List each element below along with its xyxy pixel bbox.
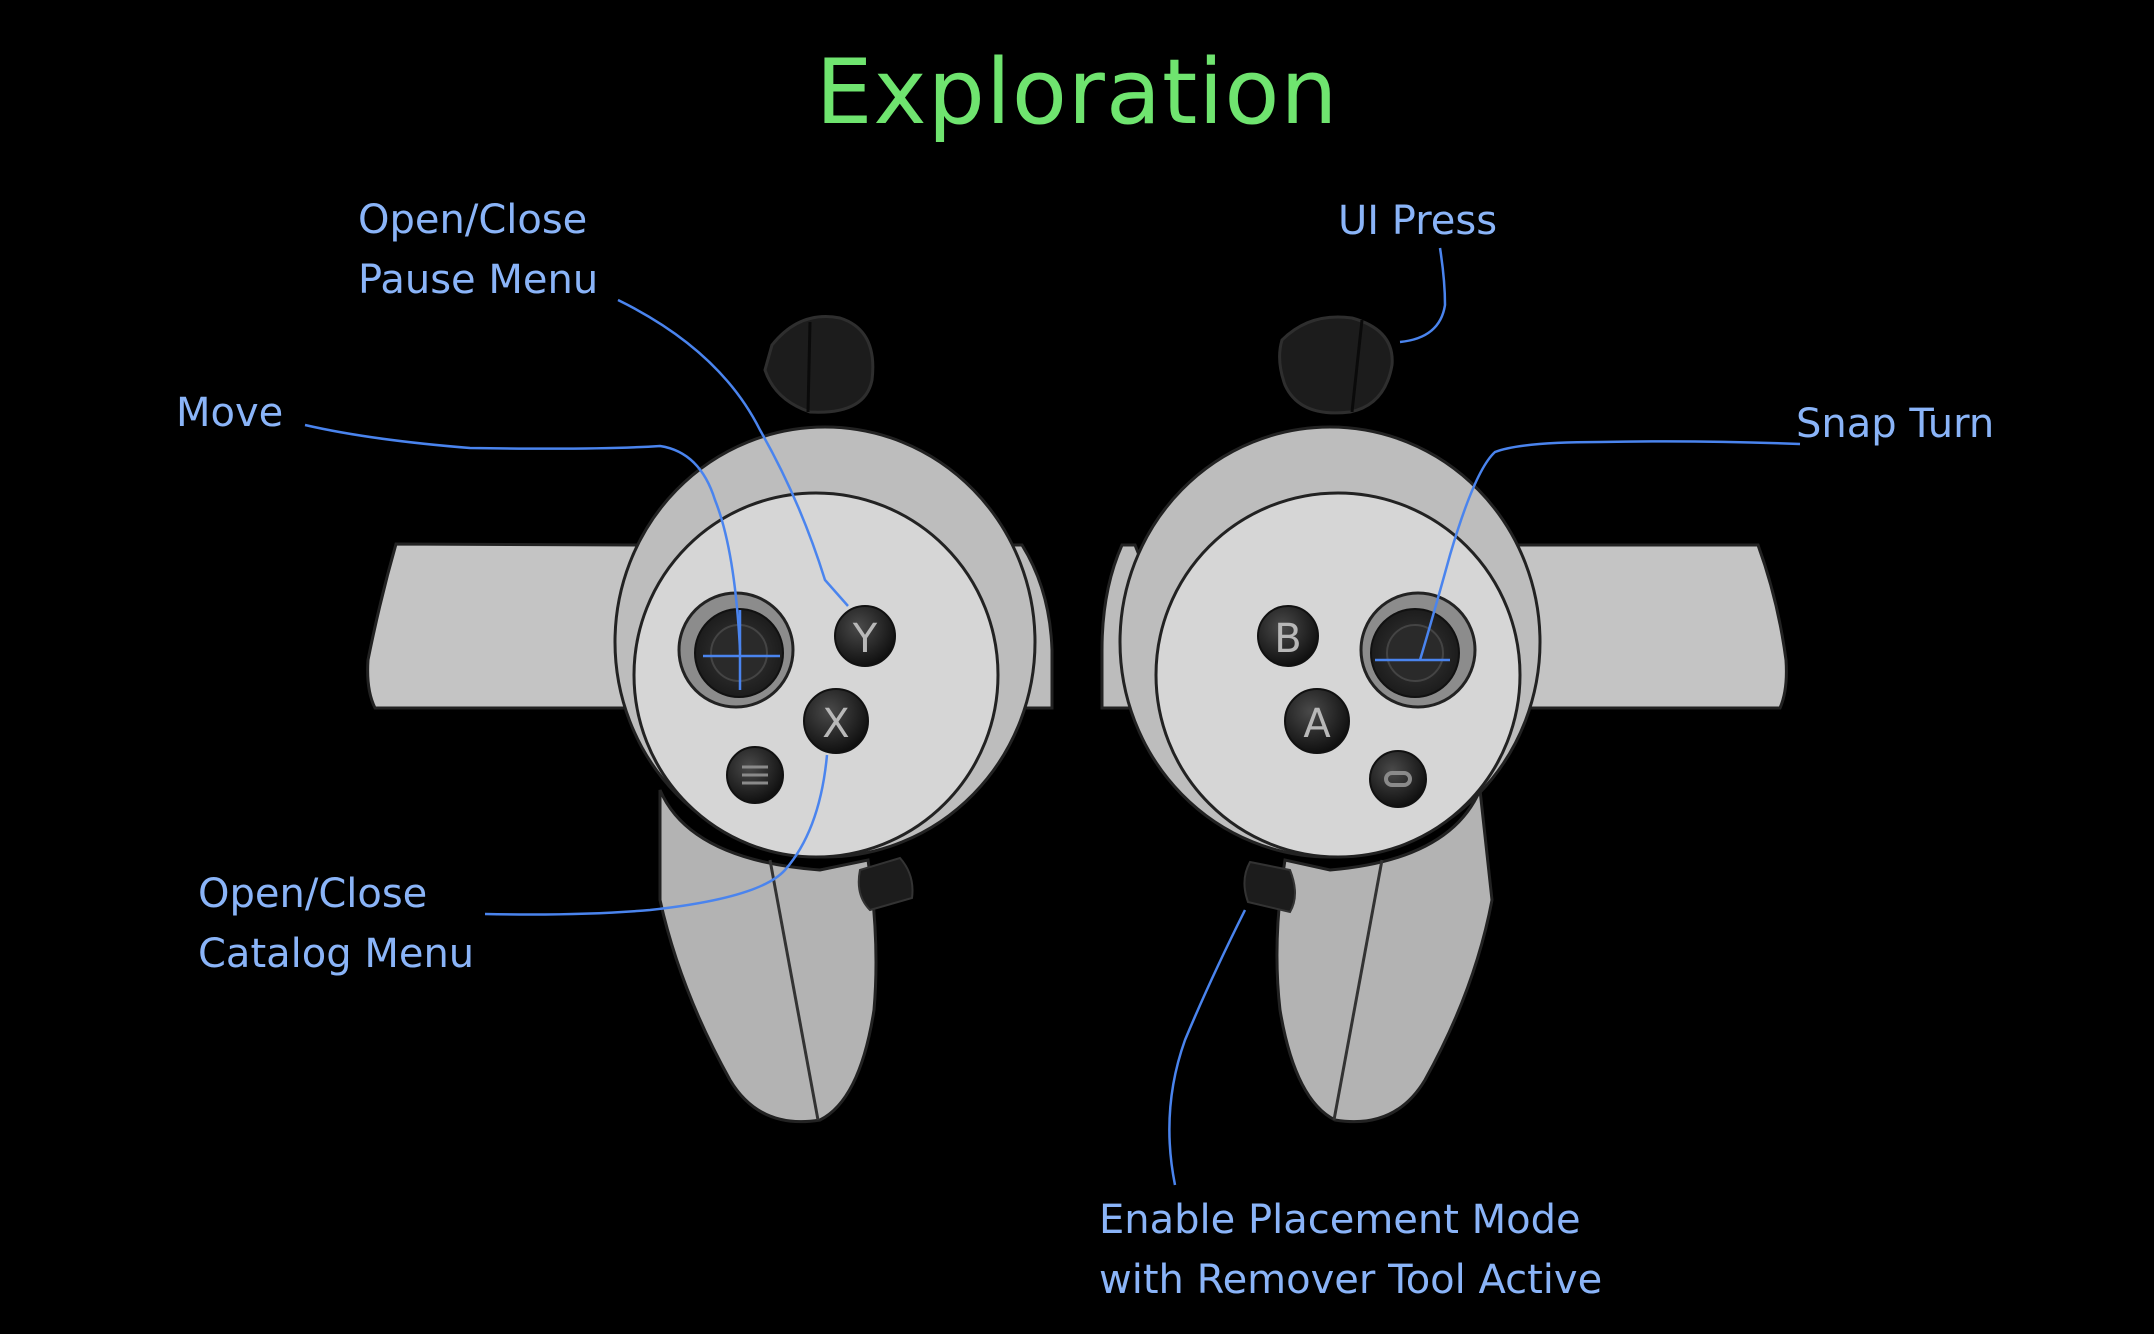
placement-mode-label: Enable Placement Mode with Remover Tool … xyxy=(1099,1190,1602,1310)
right-thumbstick[interactable] xyxy=(1359,591,1477,709)
leader-lines xyxy=(304,247,1801,1186)
pause-menu-leader-line xyxy=(617,298,849,607)
move-label-line-1: Move xyxy=(176,390,284,436)
catalog-menu-label-line-2: Catalog Menu xyxy=(198,931,475,977)
pause-menu-label-line-1: Open/Close xyxy=(358,197,588,243)
y-button[interactable]: Y xyxy=(834,605,896,667)
menu-button[interactable] xyxy=(726,746,784,804)
ui-press-label: UI Press xyxy=(1338,191,1497,251)
a-button-label: A xyxy=(1303,701,1331,747)
left-grip-button[interactable] xyxy=(857,856,914,912)
right-controller: B A xyxy=(1100,315,1788,1124)
right-grip-button[interactable] xyxy=(1243,860,1296,914)
oculus-button[interactable] xyxy=(1369,750,1427,808)
placement-mode-leader-line xyxy=(1168,909,1247,1186)
placement-mode-label-line-1: Enable Placement Mode xyxy=(1099,1197,1581,1243)
pause-menu-label: Open/Close Pause Menu xyxy=(358,190,598,310)
right-tracking-ring xyxy=(1508,543,1788,710)
x-button[interactable]: X xyxy=(803,688,869,754)
right-grip xyxy=(1275,784,1494,1124)
page-title: Exploration xyxy=(815,40,1339,145)
right-trigger[interactable] xyxy=(1278,315,1394,415)
pause-menu-label-line-2: Pause Menu xyxy=(358,257,599,303)
right-controller-face xyxy=(1154,491,1522,859)
catalog-menu-label-line-1: Open/Close xyxy=(198,871,428,917)
oculus-icon xyxy=(1384,771,1412,787)
b-button[interactable]: B xyxy=(1257,605,1319,667)
ui-press-leader-line xyxy=(1399,247,1447,344)
menu-icon xyxy=(742,765,768,785)
left-trigger[interactable] xyxy=(763,315,875,414)
ui-press-label-line-1: UI Press xyxy=(1338,198,1498,244)
snap-turn-label-line-1: Snap Turn xyxy=(1796,401,1995,447)
a-button[interactable]: A xyxy=(1284,688,1350,754)
catalog-menu-leader-line xyxy=(484,754,829,916)
y-button-label: Y xyxy=(852,616,878,662)
move-label: Move xyxy=(176,383,283,443)
left-controller-face xyxy=(632,491,1000,859)
snap-turn-label: Snap Turn xyxy=(1796,394,1994,454)
left-tracking-ring xyxy=(366,542,642,710)
x-button-label: X xyxy=(822,701,849,747)
left-controller: Y X xyxy=(366,315,1054,1124)
snap-turn-leader-line xyxy=(1418,440,1801,661)
placement-mode-label-line-2: with Remover Tool Active xyxy=(1099,1257,1603,1303)
catalog-menu-label: Open/Close Catalog Menu xyxy=(198,864,474,984)
b-button-label: B xyxy=(1274,616,1301,662)
move-leader-line xyxy=(304,423,742,651)
